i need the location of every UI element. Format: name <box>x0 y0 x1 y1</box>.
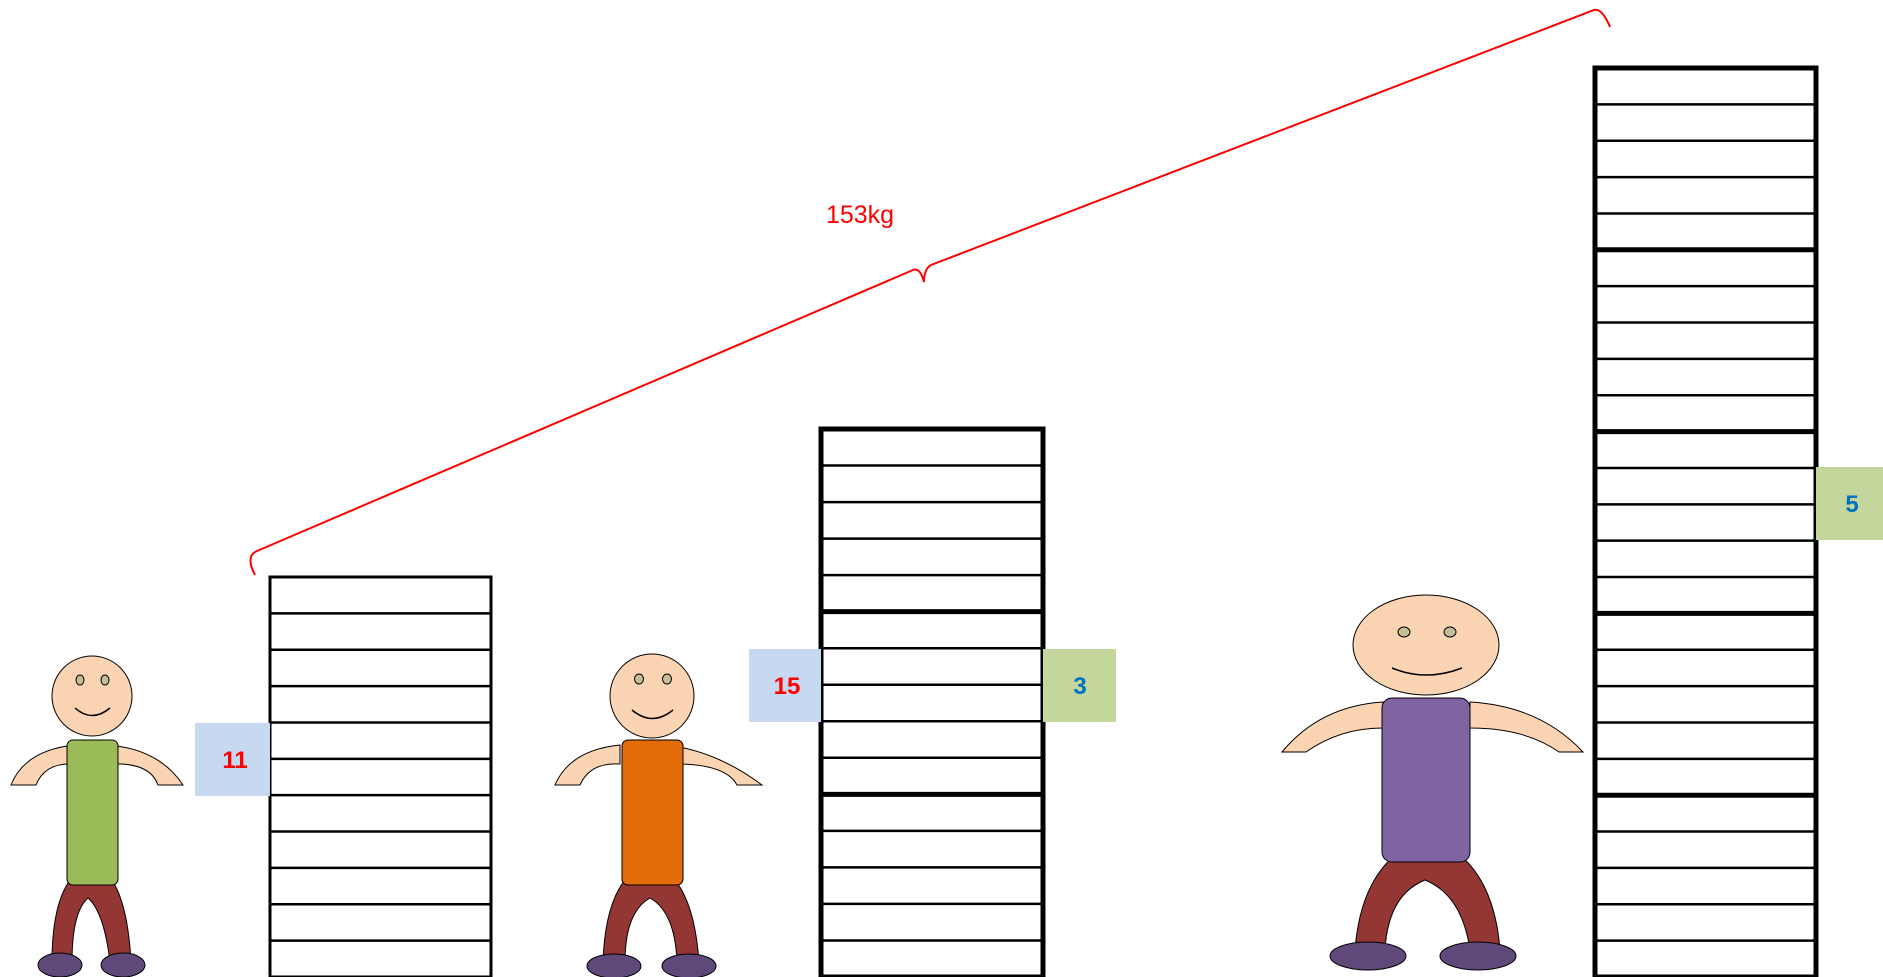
person-small <box>11 656 183 977</box>
person-shirt <box>1382 698 1470 862</box>
left-shoe <box>587 954 641 977</box>
right-shoe <box>101 953 145 977</box>
badge-medium-right: 3 <box>1043 649 1116 722</box>
person-legs <box>603 880 699 962</box>
stack-large <box>1595 68 1816 977</box>
right-shoe <box>662 954 716 977</box>
badge-count: 15 <box>774 673 801 700</box>
left-shoe <box>1330 942 1406 970</box>
right-eye <box>1444 627 1456 637</box>
person-head <box>610 654 694 738</box>
figure-small: 11 <box>11 577 491 977</box>
badge-count: 3 <box>1073 673 1086 700</box>
left-shoe <box>38 953 82 977</box>
right-eye <box>101 675 109 685</box>
person-large <box>1282 595 1583 970</box>
person-shirt <box>67 740 118 885</box>
left-eye <box>1398 627 1410 637</box>
stack-medium <box>821 429 1043 977</box>
brace-label: 153kg <box>826 201 894 229</box>
figure-large: 5 <box>1282 68 1883 977</box>
right-shoe <box>1440 942 1516 970</box>
person-legs <box>1355 855 1500 950</box>
stack-outline <box>270 577 491 977</box>
person-legs <box>52 880 131 962</box>
figure-medium: 15 3 <box>555 429 1116 977</box>
badge-count: 5 <box>1845 491 1858 518</box>
person-head <box>1353 595 1499 695</box>
badge-medium-left: 15 <box>749 649 821 722</box>
badge-small-left: 11 <box>195 723 270 796</box>
person-head <box>52 656 132 736</box>
stack-small <box>270 577 491 977</box>
person-shirt <box>622 740 683 885</box>
badge-large-right: 5 <box>1816 467 1883 540</box>
person-medium <box>555 654 762 977</box>
right-eye <box>663 674 672 684</box>
badge-count: 11 <box>222 747 247 774</box>
left-eye <box>76 675 84 685</box>
left-eye <box>635 674 644 684</box>
stack-outline <box>1595 68 1816 977</box>
stack-outline <box>821 429 1043 977</box>
